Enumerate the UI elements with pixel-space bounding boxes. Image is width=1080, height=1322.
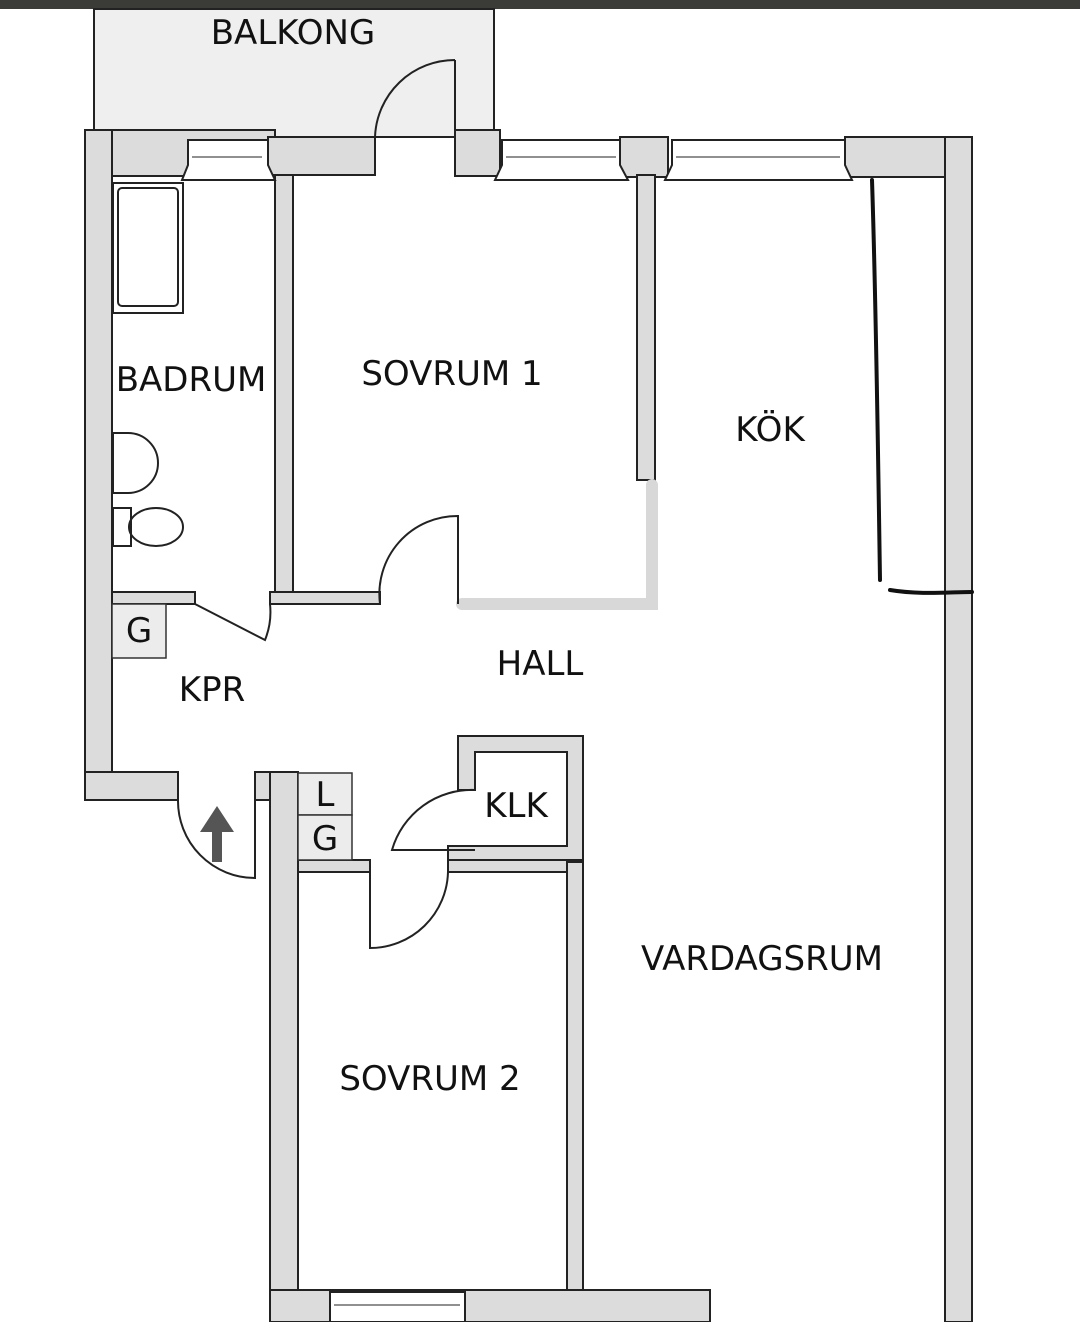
cabinet-l xyxy=(297,772,353,816)
sink-icon xyxy=(112,432,159,494)
label-living-room: VARDAGSRUM xyxy=(641,939,883,979)
label-balcony: BALKONG xyxy=(211,13,376,53)
balcony-door xyxy=(374,59,456,138)
label-bathroom: BADRUM xyxy=(116,360,267,400)
bedroom1-door xyxy=(378,514,459,605)
removed-wall xyxy=(456,479,658,610)
cabinet-g-kpr xyxy=(111,603,167,659)
walls xyxy=(84,129,973,1322)
label-bedroom1: SOVRUM 1 xyxy=(361,354,542,394)
windows xyxy=(180,139,854,1322)
hand-drawn-wall xyxy=(870,178,974,595)
label-hall: HALL xyxy=(497,644,584,684)
bathtub-icon xyxy=(112,182,184,314)
label-klk: KLK xyxy=(484,786,549,826)
entrance-arrow-icon xyxy=(200,806,234,862)
entry-door xyxy=(176,799,256,880)
closet-door xyxy=(390,788,476,851)
label-kpr: KPR xyxy=(179,670,245,710)
label-bedroom2: SOVRUM 2 xyxy=(339,1059,520,1099)
label-kitchen: KÖK xyxy=(735,409,806,450)
label-cabinet-l: L xyxy=(316,775,335,815)
bathroom-door xyxy=(194,603,272,642)
label-cabinet-g: G xyxy=(126,611,152,651)
top-bar xyxy=(0,0,1080,9)
balcony-area xyxy=(93,8,495,138)
cabinet-g xyxy=(297,814,353,861)
label-cabinet-g2: G xyxy=(312,819,338,859)
bedroom2-door xyxy=(369,871,449,950)
toilet-icon xyxy=(112,507,184,547)
